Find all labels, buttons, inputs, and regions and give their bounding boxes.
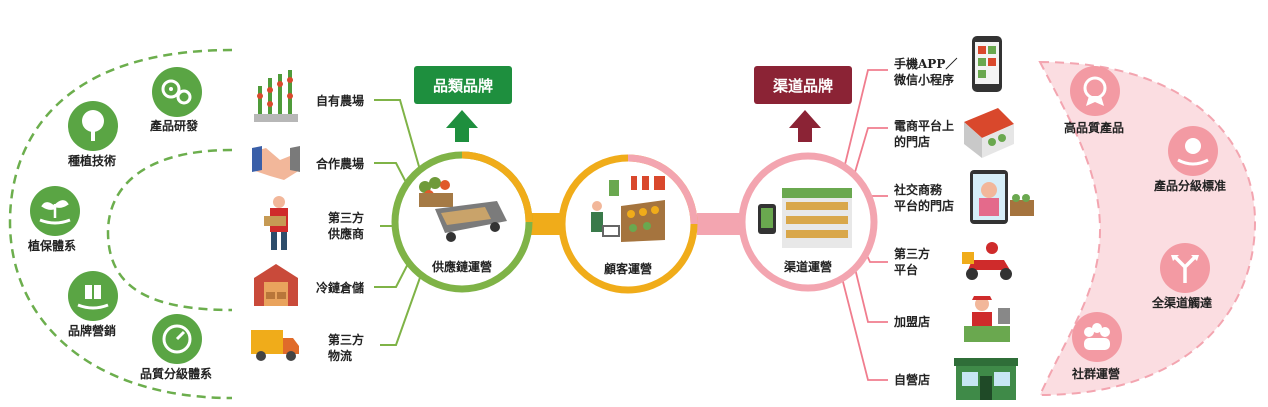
channel-label-ecommerce: 電商平台上 的門店	[894, 119, 955, 149]
gears-icon	[152, 67, 202, 117]
store-icon	[954, 358, 1018, 400]
supply-chain-truck-icon	[419, 177, 507, 242]
people-icon	[1072, 312, 1122, 362]
channel-brand-box: 渠道品牌	[754, 66, 852, 104]
grade-hand-icon	[1168, 126, 1218, 176]
scooter-icon	[962, 242, 1012, 280]
channel-label-social: 社交商務 平台的門店	[894, 183, 955, 213]
customer-shop-icon	[591, 176, 665, 242]
channel-store-icon	[758, 188, 852, 248]
franchise-icon	[964, 296, 1010, 342]
left-arc-label-grading: 品質分級體系	[140, 367, 213, 381]
supply-label-coop-farm: 合作農場	[316, 157, 365, 171]
supply-label-supplier: 第三方 供應商	[328, 211, 365, 241]
handshake-icon	[252, 146, 300, 180]
supply-hub-label: 供應鏈運營	[431, 260, 492, 274]
left-arc-label-planting: 種植技術	[68, 154, 117, 168]
right-arc-label-quality: 高品質產品	[1064, 121, 1125, 135]
channel-connectors	[839, 69, 888, 381]
up-arrow-maroon	[789, 110, 821, 142]
right-arc-label-omnichannel: 全渠道觸達	[1152, 296, 1213, 310]
channel-label-franchise: 加盟店	[894, 315, 931, 329]
gauge-icon	[152, 314, 202, 364]
left-arc-label-rd: 產品研發	[150, 119, 199, 133]
channel-label-self-operated: 自營店	[894, 373, 931, 387]
supply-label-logistics: 第三方 物流	[328, 333, 365, 363]
supply-label-own-farm: 自有農場	[316, 94, 365, 108]
ecommerce-icon	[964, 108, 1014, 158]
connector-customer-channel	[697, 213, 747, 235]
left-arc-band	[8, 48, 233, 400]
truck-icon	[251, 330, 299, 361]
warehouse-icon	[254, 264, 298, 306]
right-arc-label-community: 社群運營	[1072, 367, 1121, 381]
medal-icon	[1070, 66, 1120, 116]
plant-hand-icon	[30, 186, 80, 236]
channel-brand-label: 渠道品牌	[772, 76, 833, 95]
phone-icon	[972, 36, 1002, 92]
farm-icon	[254, 70, 298, 122]
gift-hand-icon	[68, 271, 118, 321]
tree-icon	[68, 101, 118, 151]
supply-label-cold-chain: 冷鏈倉儲	[316, 281, 365, 295]
channel-label-app: 手機APP／ 微信小程序	[894, 57, 958, 87]
left-arc-label-marketing: 品牌營銷	[68, 324, 117, 338]
category-brand-box: 品類品牌	[414, 66, 512, 104]
up-arrow-green	[446, 110, 478, 142]
social-icon	[970, 170, 1034, 224]
customer-hub-label: 顧客運營	[603, 262, 652, 276]
channel-hub-label: 渠道運營	[783, 260, 832, 274]
supplier-icon	[264, 196, 288, 250]
channel-label-third-party: 第三方 平台	[894, 247, 931, 277]
category-brand-label: 品類品牌	[432, 76, 493, 95]
arrows-icon	[1160, 243, 1210, 293]
right-arc-label-grading-std: 產品分級標准	[1154, 179, 1227, 193]
left-arc-label-protection: 植保體系	[28, 239, 77, 253]
left-arc-inner	[106, 148, 233, 312]
